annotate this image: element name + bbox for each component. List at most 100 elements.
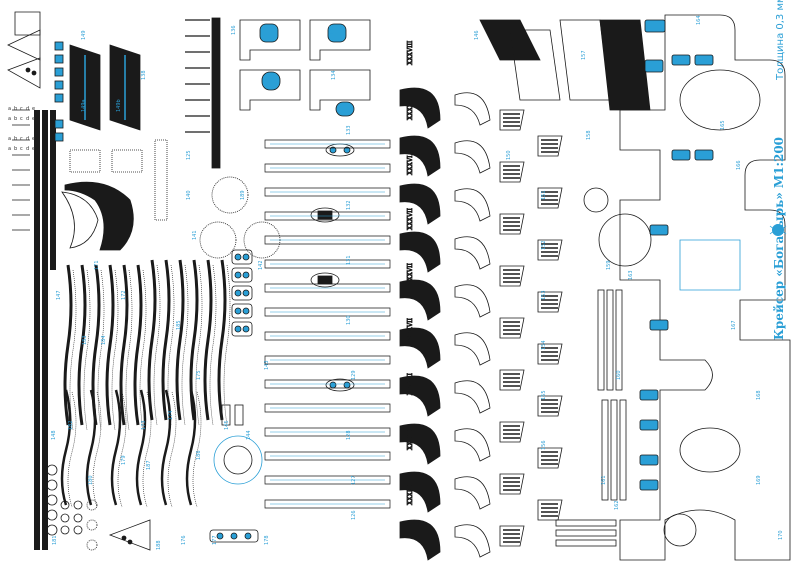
side-letter: a [8, 136, 11, 142]
roman-mark: XXXVII [407, 372, 414, 395]
davit-pieces: XXXVIIIXXXVIIXXXVIXXXVIIXXXVIIXXXVIIXXXV… [407, 40, 415, 506]
stair-pieces [69, 44, 141, 131]
part-number: 183 [82, 335, 88, 345]
part-number: 151 [541, 190, 547, 200]
roman-mark: XXXVI [407, 155, 414, 175]
part-number: 141 [192, 230, 198, 240]
side-letter: b [14, 106, 17, 112]
part-number: 157 [581, 50, 587, 60]
roman-mark: XXXIX [407, 485, 414, 505]
roman-mark: XXXVIII [407, 40, 414, 65]
side-letter: e [32, 106, 35, 112]
part-number: 160 [616, 370, 622, 380]
part-number: 178 [264, 535, 270, 545]
side-letter: c [20, 106, 23, 112]
roman-mark: XXXVII [407, 317, 414, 340]
part-number: 150 [506, 150, 512, 160]
part-number: 179 [121, 455, 127, 465]
part-number: 135 [329, 25, 335, 35]
side-letter: d [26, 106, 29, 112]
part-number: 128 [346, 430, 352, 440]
part-number: 130 [346, 315, 352, 325]
side-letter: a [8, 146, 11, 152]
right-frames [479, 19, 651, 111]
funnel-pieces [399, 87, 491, 561]
part-number: 132 [346, 200, 352, 210]
part-number: 159 [606, 260, 612, 270]
part-number: 149a [81, 99, 87, 112]
vent-circles [583, 187, 697, 547]
bracket-frames [239, 19, 371, 117]
long-bars [264, 139, 391, 509]
part-number: 176 [181, 535, 187, 545]
right-blue-squares [639, 19, 714, 491]
side-letter: a [8, 106, 11, 112]
part-number: 166 [736, 160, 742, 170]
hull-shape [61, 181, 134, 251]
part-number: 168 [756, 390, 762, 400]
part-number: 182 [68, 420, 74, 430]
side-letter: d [26, 136, 29, 142]
part-number: 142 [258, 260, 264, 270]
side-letter: b [14, 136, 17, 142]
part-number: 129 [351, 370, 357, 380]
part-number: 156 [541, 440, 547, 450]
round-grilles [199, 176, 281, 259]
double-headed-eagle-icon [769, 224, 787, 236]
part-number: 180 [88, 475, 94, 485]
part-number: 145 [224, 420, 230, 430]
part-number: 173 [141, 420, 147, 430]
side-letter: b [14, 146, 17, 152]
capstan [213, 404, 263, 485]
part-number: 164 [696, 15, 702, 25]
roman-mark: XXXVII [407, 97, 414, 120]
side-letter: e [32, 116, 35, 122]
part-number: 170 [778, 530, 784, 540]
part-number: 162 [614, 500, 620, 510]
part-number: 158 [586, 130, 592, 140]
roman-mark: XXXIX [407, 430, 414, 450]
wheels [46, 464, 151, 551]
part-number: 154 [541, 340, 547, 350]
ladder-shoes [499, 109, 563, 547]
part-number: 155 [541, 390, 547, 400]
part-number: 133 [346, 125, 352, 135]
roman-mark: XXXVII [407, 207, 414, 230]
part-number: 125 [186, 150, 192, 160]
part-number: 136 [231, 25, 237, 35]
side-letter: b [14, 116, 17, 122]
part-number: 186 [196, 450, 202, 460]
side-letter: d [26, 116, 29, 122]
side-letter: e [32, 136, 35, 142]
part-number: 127 [351, 475, 357, 485]
part-number: 171 [94, 260, 100, 270]
side-letter: d [26, 146, 29, 152]
part-number: 174 [168, 410, 174, 420]
part-number: 149b [116, 99, 122, 112]
part-number: 189 [240, 190, 246, 200]
left-shields [7, 11, 41, 89]
sheet-title: Крейсер «Богатырь» М1:200 [772, 137, 786, 340]
left-rails [12, 109, 56, 550]
part-number: 131 [346, 255, 352, 265]
left-panels [54, 41, 64, 142]
part-number: 126 [351, 510, 357, 520]
part-number: 187 [146, 460, 152, 470]
part-number: 140 [186, 190, 192, 200]
thickness-note: Толщина 0,3 мм [775, 0, 786, 81]
side-letter: c [20, 116, 23, 122]
part-number: 185 [176, 320, 182, 330]
side-letter: a [8, 116, 11, 122]
part-number: 134 [331, 70, 337, 80]
part-number: 147 [56, 290, 62, 300]
ladders [60, 259, 231, 508]
deck-plate [619, 14, 791, 561]
top-comb [211, 17, 221, 169]
part-number: 177 [212, 535, 218, 545]
part-number: 167 [731, 320, 737, 330]
part-number: 146 [474, 30, 480, 40]
part-number: 175 [196, 370, 202, 380]
part-number: 165 [720, 120, 726, 130]
grate-panels [69, 139, 168, 221]
